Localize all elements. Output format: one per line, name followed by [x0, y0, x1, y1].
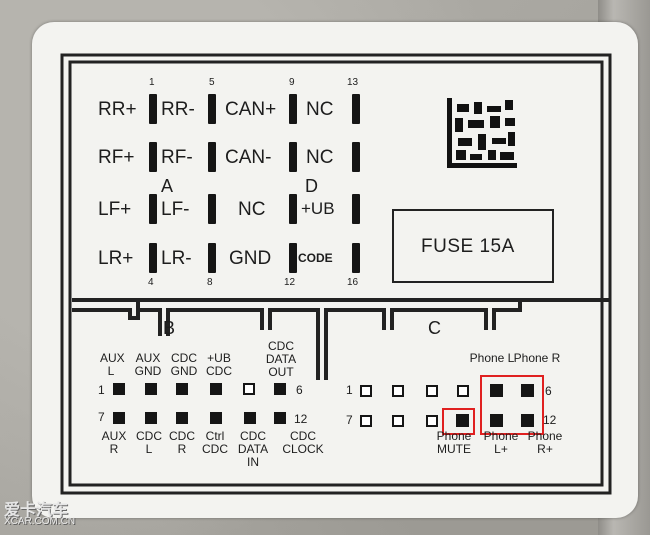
label-aux-r: AUX R — [101, 429, 127, 456]
pin-number-16: 16 — [347, 277, 359, 288]
label-cdc-clock: CDC CLOCK — [282, 429, 324, 456]
label-nc-2: NC — [306, 147, 334, 168]
label-phone-l-plus: Phone L+ — [483, 429, 519, 456]
pins-b — [113, 383, 286, 424]
highlight-phone-mute — [442, 408, 475, 435]
pins-c — [360, 384, 534, 427]
pin-number-5: 5 — [209, 77, 215, 88]
connector-divider — [72, 298, 610, 380]
fuse-label: FUSE 15A — [421, 236, 515, 257]
outer-frame — [60, 53, 612, 495]
watermark-logo: 爱卡汽车 — [4, 502, 69, 519]
pins-a-d — [149, 94, 360, 273]
b-pin-number-7: 7 — [98, 410, 105, 424]
c-pin-number-6: 6 — [545, 384, 552, 398]
label-rr-plus: RR+ — [98, 99, 137, 120]
b-pin-number-12: 12 — [294, 412, 308, 426]
label-lf-plus: LF+ — [98, 199, 132, 220]
b-pin-number-6: 6 — [296, 383, 303, 397]
label-cdc-data-in: CDC DATA IN — [237, 429, 269, 469]
label-can-plus: CAN+ — [225, 99, 277, 120]
connector-d-letter: D — [305, 176, 318, 196]
pin-number-9: 9 — [289, 77, 295, 88]
pin-number-13: 13 — [347, 77, 359, 88]
pinout-label-sticker — [32, 22, 638, 518]
c-pin-number-7: 7 — [346, 413, 353, 427]
pin-number-8: 8 — [207, 277, 213, 288]
datamatrix-code — [447, 98, 517, 168]
c-pin-number-12: 12 — [543, 413, 557, 427]
label-phone-mute: Phone MUTE — [436, 429, 472, 456]
label-cdc-l: CDC L — [136, 429, 162, 456]
label-cdc-gnd: CDC GND — [170, 351, 198, 378]
label-cdc-r: CDC R — [169, 429, 195, 456]
watermark-url: XCAR.COM.CN — [4, 516, 76, 527]
inner-frame — [68, 60, 604, 487]
label-cdc-data-out: CDC DATA OUT — [265, 339, 297, 379]
label-aux-l: AUX L — [100, 351, 125, 378]
b-pin-number-1: 1 — [98, 383, 105, 397]
label-ctrl-cdc: Ctrl CDC — [202, 429, 228, 456]
label-lr-minus: LR- — [161, 248, 192, 269]
pin-number-12: 12 — [284, 277, 296, 288]
label-rf-plus: RF+ — [98, 147, 135, 168]
label-nc-3: NC — [238, 199, 266, 220]
label-lf-minus: LF- — [161, 199, 190, 220]
label-can-minus: CAN- — [225, 147, 272, 168]
label-aux-gnd: AUX GND — [134, 351, 162, 378]
label-code: CODE — [298, 251, 333, 265]
pin-number-1: 1 — [149, 77, 155, 88]
label-phone-r-plus: Phone R+ — [527, 429, 563, 456]
connector-c-letter: C — [428, 318, 441, 338]
pin-number-4: 4 — [148, 277, 154, 288]
label-plus-ub: +UB — [301, 199, 335, 218]
label-rf-minus: RF- — [161, 147, 193, 168]
fuse-box — [392, 209, 554, 283]
connector-a-letter: A — [161, 176, 174, 196]
label-plus-ub-cdc: +UB CDC — [206, 351, 232, 378]
c-pin-number-1: 1 — [346, 383, 353, 397]
label-rr-minus: RR- — [161, 99, 195, 120]
connector-b-letter: B — [163, 318, 176, 338]
label-nc-1: NC — [306, 99, 334, 120]
label-lr-plus: LR+ — [98, 248, 134, 269]
label-phone-r: Phone R — [513, 351, 561, 365]
highlight-phone-lr — [480, 375, 544, 435]
label-phone-l: Phone L — [469, 351, 515, 365]
label-gnd: GND — [229, 248, 272, 269]
